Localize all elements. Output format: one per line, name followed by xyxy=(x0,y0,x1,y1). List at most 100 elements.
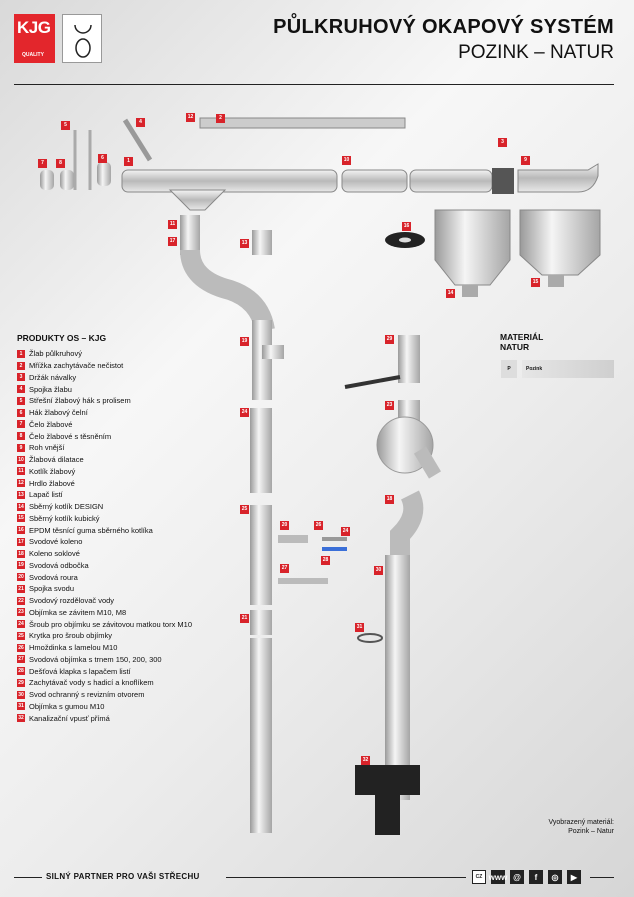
product-number-badge: 22 xyxy=(17,596,25,605)
product-number-badge: 3 xyxy=(17,373,25,382)
callout: 13 xyxy=(240,239,249,248)
product-item: 18 Koleno soklové xyxy=(17,548,192,560)
product-label: Spojka svodu xyxy=(29,584,75,594)
page-subtitle: POZINK – NATUR xyxy=(458,42,614,63)
shown-material-note: Vyobrazený materiál:Pozink – Natur xyxy=(548,819,615,835)
product-label: Koleno soklové xyxy=(29,549,80,559)
instagram-icon[interactable]: ◎ xyxy=(548,870,562,884)
callout: 32 xyxy=(361,756,370,765)
product-item: 14 Sběrný kotlík DESIGN xyxy=(17,501,192,513)
callout: 4 xyxy=(136,118,145,127)
product-label: Sběrný kotlík DESIGN xyxy=(29,502,104,512)
product-label: Kanalizační vpusť přímá xyxy=(29,713,110,723)
product-label: Střešní žlabový hák s prolisem xyxy=(29,396,131,406)
product-label: Svodová odbočka xyxy=(29,560,89,570)
material-name: Pozink xyxy=(522,360,614,378)
right-assembly xyxy=(344,335,442,835)
product-label: Krytka pro šroub objímky xyxy=(29,631,112,641)
product-number-badge: 27 xyxy=(17,655,25,664)
product-label: Spojka žlabu xyxy=(29,384,72,394)
callout: 15 xyxy=(531,278,540,287)
www-icon[interactable]: www xyxy=(489,870,507,884)
callout: 29 xyxy=(385,335,394,344)
product-label: Zachytávač vody s hadicí a knoflíkem xyxy=(29,678,154,688)
callout: 8 xyxy=(56,159,65,168)
product-diagram xyxy=(40,117,601,835)
product-item: 30 Svod ochranný s revizním otvorem xyxy=(17,689,192,701)
gutter xyxy=(40,117,599,211)
callout: 19 xyxy=(240,337,249,346)
product-number-badge: 10 xyxy=(17,455,25,464)
product-item: 3 Držák návalky xyxy=(17,372,192,384)
callout: 2 xyxy=(216,114,225,123)
product-label: Mřížka zachytávače nečistot xyxy=(29,361,124,371)
product-label: Žlabová dilatace xyxy=(29,455,84,465)
downpipe xyxy=(180,215,284,833)
callout: 14 xyxy=(446,289,455,298)
product-number-badge: 13 xyxy=(17,490,25,499)
callout: 30 xyxy=(374,566,383,575)
product-label: Hmoždinka s lamelou M10 xyxy=(29,643,118,653)
products-heading: PRODUKTY OS – KJG xyxy=(17,333,107,343)
youtube-icon[interactable]: ▶ xyxy=(567,870,581,884)
product-label: Svod ochranný s revizním otvorem xyxy=(29,690,145,700)
callout: 23 xyxy=(385,401,394,410)
product-number-badge: 26 xyxy=(17,643,25,652)
product-item: 27 Svodová objímka s trnem 150, 200, 300 xyxy=(17,654,192,666)
product-item: 10 Žlabová dilatace xyxy=(17,454,192,466)
product-number-badge: 20 xyxy=(17,573,25,582)
callout: 10 xyxy=(342,156,351,165)
product-number-badge: 19 xyxy=(17,561,25,570)
product-number-badge: 11 xyxy=(17,467,25,476)
callout: 21 xyxy=(240,614,249,623)
product-item: 21 Spojka svodu xyxy=(17,583,192,595)
product-label: Svodový rozdělovač vody xyxy=(29,596,115,606)
callout: 12 xyxy=(186,113,195,122)
product-label: Kotlík žlabový xyxy=(29,466,76,476)
product-label: Hák žlabový čelní xyxy=(29,408,88,418)
product-label: Svodová objímka s trnem 150, 200, 300 xyxy=(29,654,162,664)
product-number-badge: 6 xyxy=(17,408,25,417)
header-divider xyxy=(14,84,614,85)
product-label: Objímka s gumou M10 xyxy=(29,701,105,711)
email-icon[interactable]: @ xyxy=(510,870,524,884)
product-number-badge: 30 xyxy=(17,690,25,699)
product-number-badge: 18 xyxy=(17,549,25,558)
clamps xyxy=(278,535,347,584)
product-label: Sběrný kotlík kubický xyxy=(29,513,100,523)
callout: 7 xyxy=(38,159,47,168)
product-item: 6 Hák žlabový čelní xyxy=(17,407,192,419)
material-code: P xyxy=(501,360,517,378)
product-item: 5 Střešní žlabový hák s prolisem xyxy=(17,395,192,407)
callout: 31 xyxy=(355,623,364,632)
product-item: 31 Objímka s gumou M10 xyxy=(17,701,192,713)
product-number-badge: 14 xyxy=(17,502,25,511)
footer-divider xyxy=(590,877,614,878)
product-item: 26 Hmoždinka s lamelou M10 xyxy=(17,642,192,654)
product-number-badge: 15 xyxy=(17,514,25,523)
product-number-badge: 21 xyxy=(17,584,25,593)
product-label: Držák návalky xyxy=(29,372,77,382)
callout: 6 xyxy=(98,154,107,163)
product-number-badge: 31 xyxy=(17,702,25,711)
cz-icon[interactable]: CZ xyxy=(472,870,486,884)
callout: 24 xyxy=(341,527,350,536)
product-label: Svodová roura xyxy=(29,572,78,582)
product-number-badge: 9 xyxy=(17,443,25,452)
product-number-badge: 5 xyxy=(17,396,25,405)
callout: 27 xyxy=(280,564,289,573)
facebook-icon[interactable]: f xyxy=(529,870,543,884)
hoppers xyxy=(385,209,601,297)
product-number-badge: 25 xyxy=(17,631,25,640)
